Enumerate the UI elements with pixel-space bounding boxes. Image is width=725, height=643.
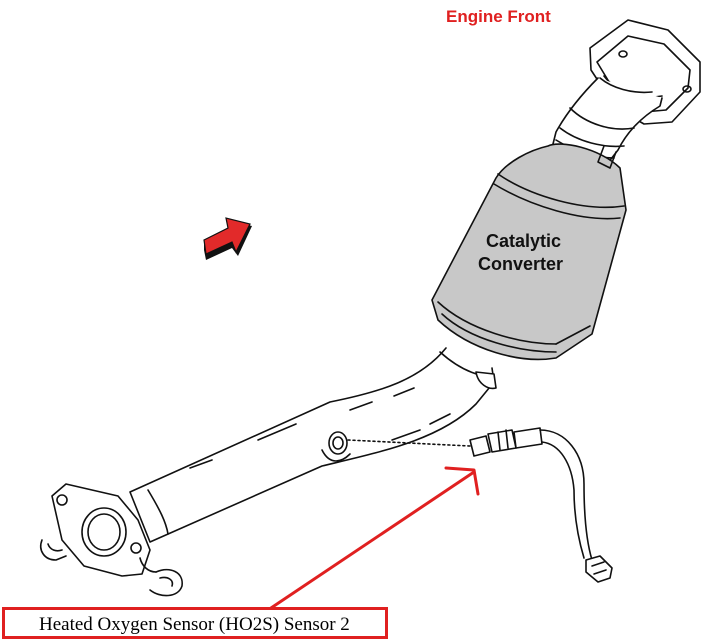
oxygen-sensor <box>469 427 613 583</box>
catalytic-converter-shape <box>431 143 627 361</box>
sensor-label-box: Heated Oxygen Sensor (HO2S) Sensor 2 <box>2 607 388 639</box>
catalytic-label-line1: Catalytic <box>486 231 562 251</box>
catalytic-label-line2: Converter <box>478 254 564 274</box>
upper-pipe <box>551 77 663 169</box>
sensor-alignment-line <box>347 439 471 447</box>
exhaust-pipe <box>129 347 497 543</box>
pointer-arrow-icon <box>266 466 480 612</box>
catalytic-converter-label: Catalytic Converter <box>478 230 598 276</box>
engine-front-label: Engine Front <box>446 7 551 26</box>
sensor-label: Heated Oxygen Sensor (HO2S) Sensor 2 <box>39 614 350 635</box>
direction-arrow-icon <box>203 217 252 260</box>
rear-flange <box>40 483 183 597</box>
